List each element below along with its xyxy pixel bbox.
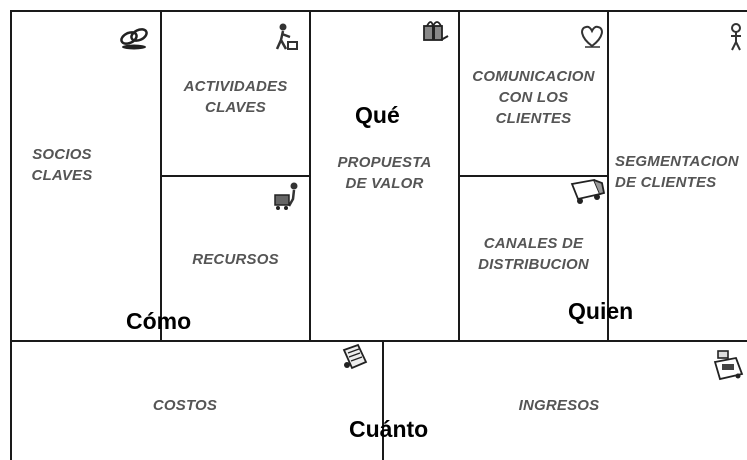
- canvas-divider-act-rec: [160, 175, 310, 177]
- question-quien: Quien: [568, 298, 634, 324]
- person-with-cart-icon: [270, 181, 302, 211]
- label-ingresos: INGRESOS: [518, 397, 600, 414]
- canvas-divider-com-can: [458, 175, 608, 177]
- block-actividades-claves: ACTIVIDADES CLAVES: [162, 12, 309, 175]
- cash-register-icon: [712, 348, 746, 382]
- canvas-divider-v2: [309, 10, 311, 341]
- question-cuanto: Cuánto: [349, 416, 429, 442]
- label-propuesta-de-valor: PROPUESTA DE VALOR: [337, 154, 432, 192]
- canvas-divider-cost-rev: [382, 340, 384, 460]
- block-costos: COSTOS: [12, 342, 382, 460]
- person-icon: [727, 22, 747, 52]
- block-propuesta-de-valor: PROPUESTA DE VALOR: [311, 12, 458, 340]
- delivery-truck-icon: [566, 177, 606, 207]
- question-que: Qué: [355, 102, 400, 128]
- block-comunicacion-con-los-clientes: COMUNICACION CON LOS CLIENTES: [460, 12, 607, 175]
- label-comunicacion-con-los-clientes: COMUNICACION CON LOS CLIENTES: [472, 68, 595, 127]
- question-como: Cómo: [126, 308, 192, 334]
- block-recursos: RECURSOS: [162, 177, 309, 340]
- block-canales-de-distribucion: CANALES DE DISTRIBUCION: [460, 177, 607, 340]
- canvas-left-border: [10, 10, 12, 460]
- gift-box-icon: [419, 15, 451, 45]
- block-ingresos: INGRESOS: [384, 342, 747, 460]
- price-tag-icon: [338, 342, 370, 372]
- canvas-divider-horizontal: [10, 340, 747, 342]
- label-canales-de-distribucion: CANALES DE DISTRIBUCION: [478, 235, 589, 273]
- label-recursos: RECURSOS: [192, 251, 279, 268]
- chain-link-icon: [118, 22, 150, 52]
- label-segmentacion-de-clientes: SEGMENTACION DE CLIENTES: [615, 153, 739, 191]
- canvas-top-border: [10, 10, 747, 12]
- worker-icon: [269, 22, 301, 52]
- block-segmentacion-de-clientes: SEGMENTACION DE CLIENTES: [609, 12, 747, 340]
- label-socios-claves: SOCIOS CLAVES: [31, 146, 93, 184]
- block-socios-claves: SOCIOS CLAVES: [12, 12, 160, 340]
- label-costos: COSTOS: [152, 397, 218, 414]
- label-actividades-claves: ACTIVIDADES CLAVES: [183, 78, 288, 116]
- heart-icon: [576, 20, 608, 50]
- canvas-divider-v4: [607, 10, 609, 341]
